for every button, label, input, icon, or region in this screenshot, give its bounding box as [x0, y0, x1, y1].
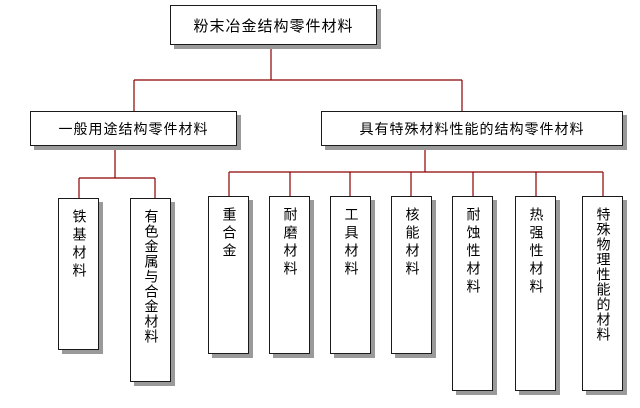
leaf-label: 工具材料 — [342, 207, 359, 279]
leaf-label: 重合金 — [220, 207, 237, 261]
leaf-special-physical: 特殊物理性能的材料 — [582, 196, 623, 391]
leaf-heat-resistant: 热强性材料 — [515, 196, 556, 391]
leaf-iron-based: 铁基材料 — [58, 198, 99, 350]
leaf-label: 热强性材料 — [527, 207, 544, 297]
leaf-heavy-alloy: 重合金 — [208, 196, 249, 354]
branch-special: 具有特殊材料性能的结构零件材料 — [321, 111, 623, 146]
leaf-label: 耐蚀性材料 — [464, 207, 481, 297]
leaf-nonferrous: 有色金属与合金材料 — [130, 198, 171, 382]
leaf-label: 耐磨材料 — [281, 207, 298, 279]
root-label: 粉末冶金结构零件材料 — [193, 16, 354, 35]
branch-special-label: 具有特殊材料性能的结构零件材料 — [359, 121, 585, 138]
leaf-label: 特殊物理性能的材料 — [594, 207, 611, 342]
leaf-label: 铁基材料 — [70, 209, 87, 281]
leaf-label: 有色金属与合金材料 — [142, 209, 159, 344]
leaf-nuclear: 核能材料 — [391, 196, 432, 354]
root-node: 粉末冶金结构零件材料 — [170, 5, 377, 45]
leaf-corrosion-resistant: 耐蚀性材料 — [452, 196, 493, 391]
branch-general: 一般用途结构零件材料 — [30, 111, 237, 146]
leaf-tool: 工具材料 — [330, 196, 371, 354]
leaf-label: 核能材料 — [403, 207, 420, 279]
leaf-wear-resistant: 耐磨材料 — [269, 196, 310, 354]
branch-general-label: 一般用途结构零件材料 — [58, 121, 209, 138]
